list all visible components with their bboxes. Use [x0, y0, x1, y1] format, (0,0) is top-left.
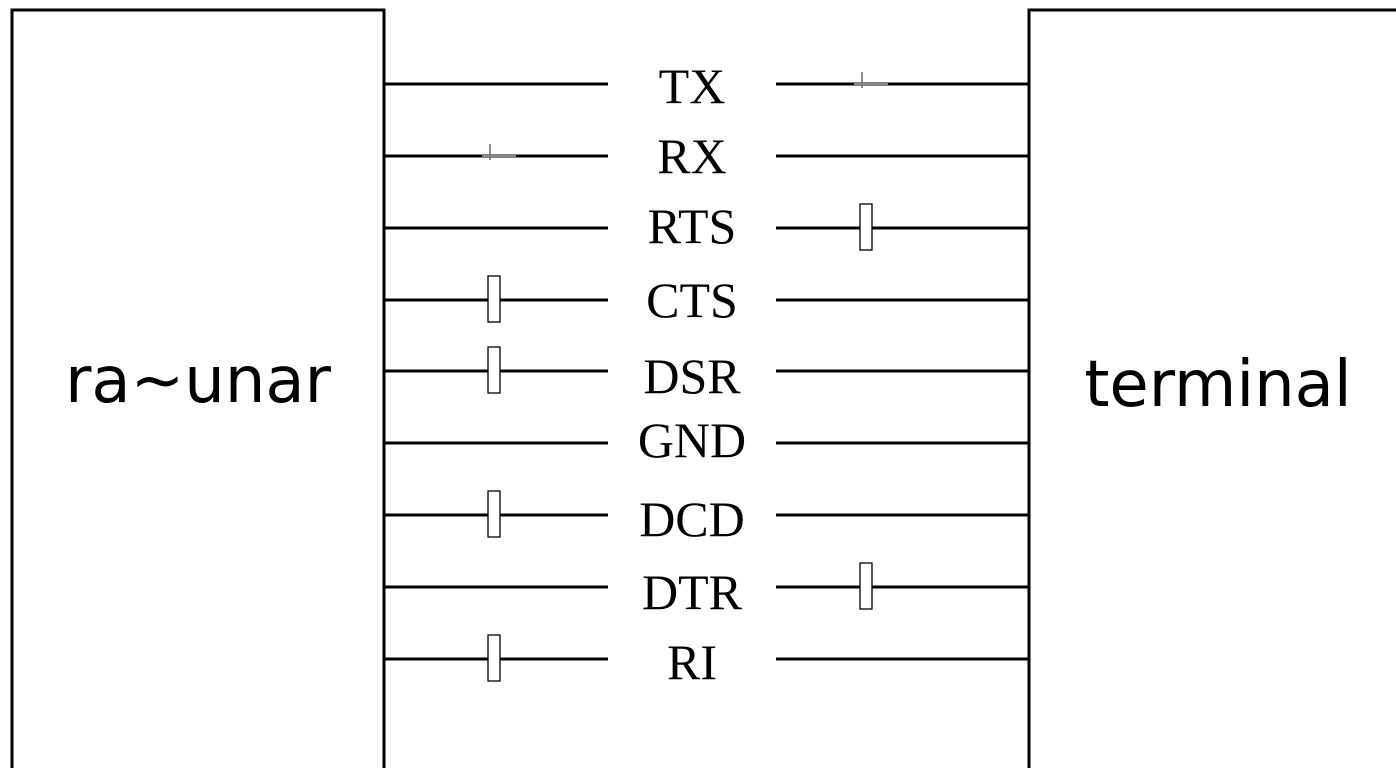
right-tx-tick-marker: [854, 72, 888, 88]
right-device-label: terminal: [1084, 348, 1351, 422]
left-device-box: [10, 8, 386, 768]
signal-label-dsr: DSR: [643, 348, 741, 404]
signal-label-dcd: DCD: [639, 491, 745, 547]
left-cts-box-marker: [487, 275, 501, 323]
right-device-box: [1027, 8, 1396, 768]
signal-label-cts: CTS: [646, 272, 738, 328]
signal-label-rts: RTS: [648, 198, 737, 254]
right-rts-box-marker: [859, 203, 873, 251]
left-ri-box-marker: [487, 634, 501, 682]
signal-label-tx: TX: [659, 58, 726, 114]
signal-label-ri: RI: [667, 634, 717, 690]
signal-label-gnd: GND: [638, 412, 746, 468]
right-dtr-box-marker: [859, 562, 873, 610]
signal-lines: TX RX RTS CTS DSR GND DCD DTR RI: [384, 58, 1029, 690]
left-device-label: ra~unar: [65, 344, 332, 418]
left-dcd-box-marker: [487, 490, 501, 538]
left-dsr-box-marker: [487, 346, 501, 394]
left-rx-tick-marker: [482, 144, 516, 160]
signal-label-dtr: DTR: [642, 564, 743, 620]
signal-label-rx: RX: [657, 128, 726, 184]
